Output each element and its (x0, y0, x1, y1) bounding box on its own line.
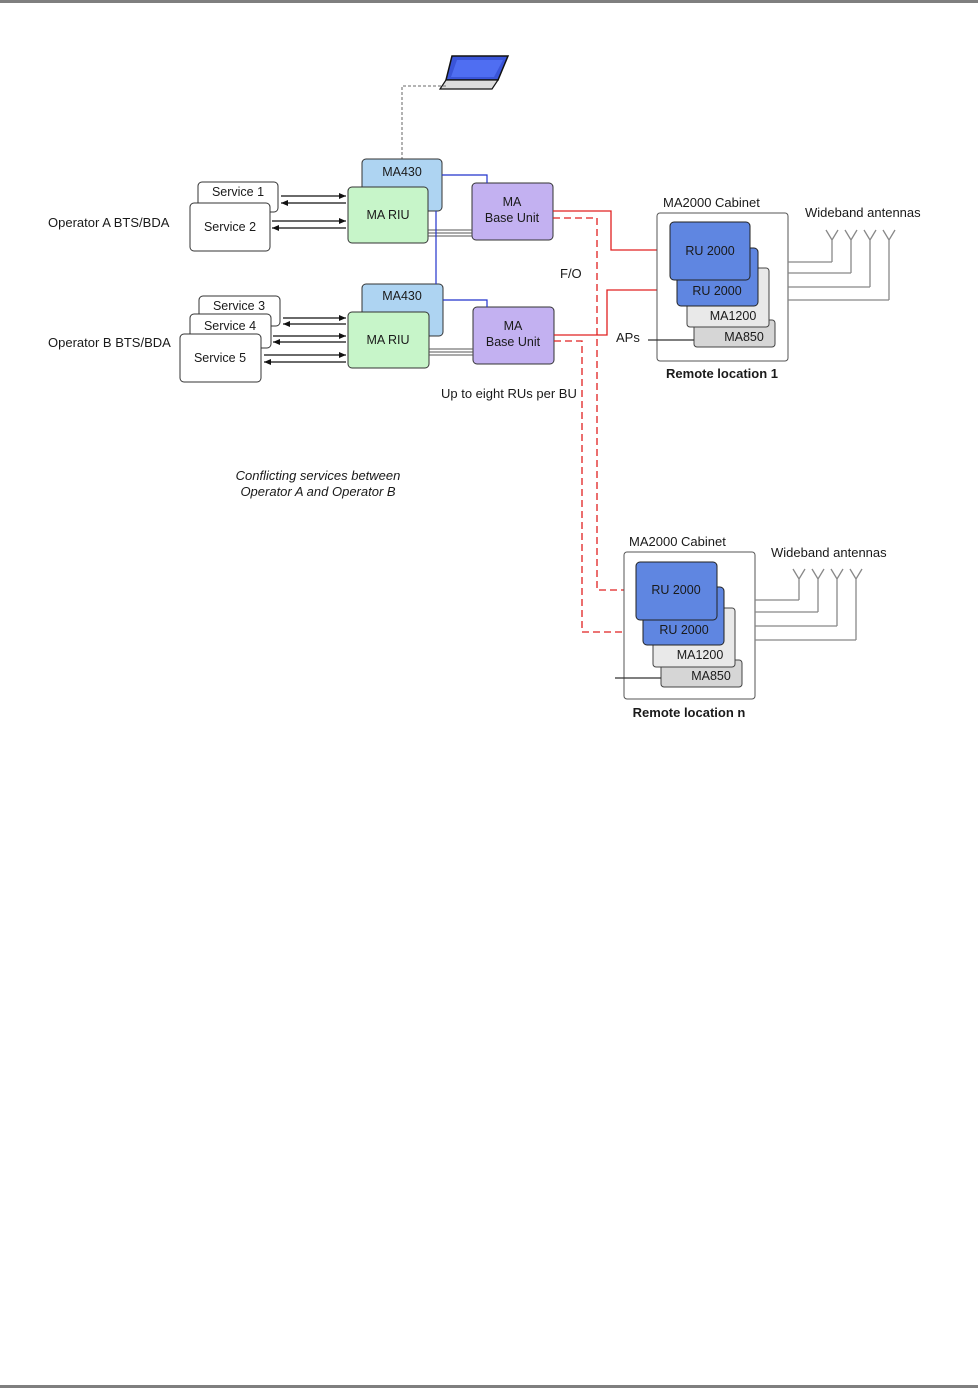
base-unit-a-box: MA Base Unit (471, 182, 554, 241)
page-top-rule (0, 0, 978, 3)
ma-riu-a-label: MA RIU (366, 208, 409, 222)
service-1-label: Service 1 (212, 185, 264, 199)
service-2-label: Service 2 (204, 220, 256, 234)
ma430-a-blue-link (442, 174, 488, 183)
remote-n-antennas-label: Wideband antennas (771, 545, 887, 560)
riu-bu-b-link (429, 348, 473, 356)
remote-n-antenna-feeds (755, 599, 856, 641)
ma430-b-label: MA430 (382, 289, 422, 303)
service-a-arrows (272, 193, 346, 231)
remote-n-ru2000-second-label: RU 2000 (659, 623, 708, 637)
ma430-a-label: MA430 (382, 165, 422, 179)
fo-label: F/O (560, 266, 582, 281)
remote-n-ru2000-top-box: RU 2000 (635, 561, 718, 621)
remote1-caption: Remote location 1 (666, 366, 778, 381)
operator-b-label: Operator B BTS/BDA (48, 335, 171, 350)
base-unit-b-line1: MA (504, 319, 523, 333)
remote1-antenna-icons (825, 229, 896, 300)
remote1-ma1200-label: MA1200 (710, 309, 757, 323)
remote1-ru2000-second-label: RU 2000 (692, 284, 741, 298)
base-unit-b-line2: Base Unit (486, 335, 541, 349)
laptop-icon (438, 55, 510, 90)
remote1-ru2000-top-box: RU 2000 (669, 221, 751, 281)
up-to-eight-label: Up to eight RUs per BU (441, 386, 577, 401)
base-unit-b-box: MA Base Unit (472, 306, 555, 365)
fiber-solid-links (553, 210, 678, 336)
service-5-box: Service 5 (179, 333, 262, 383)
base-unit-a-line2: Base Unit (485, 211, 540, 225)
operator-a-label: Operator A BTS/BDA (48, 215, 170, 230)
service-2-box: Service 2 (189, 202, 271, 252)
riu-bu-a-link (428, 229, 472, 237)
conflict-note-line2: Operator A and Operator B (240, 484, 395, 499)
service-5-label: Service 5 (194, 351, 246, 365)
ma-riu-a-box: MA RIU (347, 186, 429, 244)
ma-riu-b-label: MA RIU (366, 333, 409, 347)
remote-n-antenna-icons (792, 568, 863, 640)
ma430-b-blue-link (443, 299, 488, 307)
ma-riu-b-box: MA RIU (347, 311, 430, 369)
remote1-antennas-label: Wideband antennas (805, 205, 921, 220)
base-unit-a-line1: MA (503, 195, 522, 209)
page-bottom-rule (0, 1385, 978, 1388)
laptop-connection-line (401, 85, 446, 160)
aps-label: APs (616, 330, 640, 345)
remote-n-ma1200-label: MA1200 (677, 648, 724, 662)
remote1-cabinet-title: MA2000 Cabinet (663, 195, 760, 210)
remote-n-caption: Remote location n (633, 705, 746, 720)
remote1-antenna-feeds (788, 261, 889, 301)
fiber-dashed-links (553, 217, 644, 633)
service-b-arrows (264, 315, 346, 365)
remote1-ma850-label: MA850 (724, 330, 764, 344)
remote-n-cabinet-title: MA2000 Cabinet (629, 534, 726, 549)
remote-n-ma850-label: MA850 (691, 669, 731, 683)
remote1-ru2000-top-label: RU 2000 (685, 244, 734, 258)
remote-n-ru2000-top-label: RU 2000 (651, 583, 700, 597)
service-4-label: Service 4 (204, 319, 256, 333)
service-3-label: Service 3 (213, 299, 265, 313)
conflict-note-line1: Conflicting services between (236, 468, 401, 483)
